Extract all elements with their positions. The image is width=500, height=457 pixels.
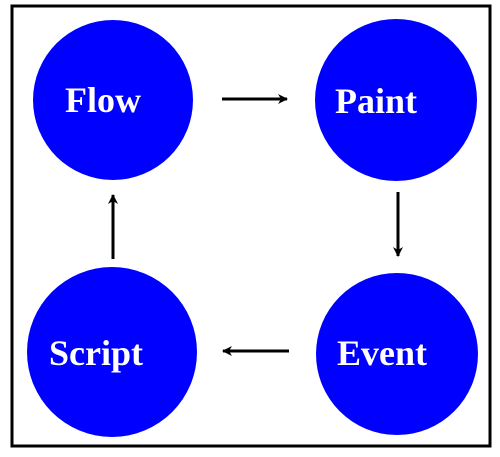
- node-script-circle: [27, 267, 197, 437]
- node-paint-label: Paint: [335, 81, 417, 121]
- node-flow-circle: [33, 20, 193, 180]
- node-event-circle: [316, 273, 478, 435]
- node-event: Event: [316, 273, 478, 435]
- node-paint-circle: [315, 19, 477, 181]
- node-paint: Paint: [315, 19, 477, 181]
- node-flow-label: Flow: [65, 80, 141, 120]
- node-script-label: Script: [49, 333, 143, 373]
- node-event-label: Event: [337, 333, 427, 373]
- node-script: Script: [27, 267, 197, 437]
- node-flow: Flow: [33, 20, 193, 180]
